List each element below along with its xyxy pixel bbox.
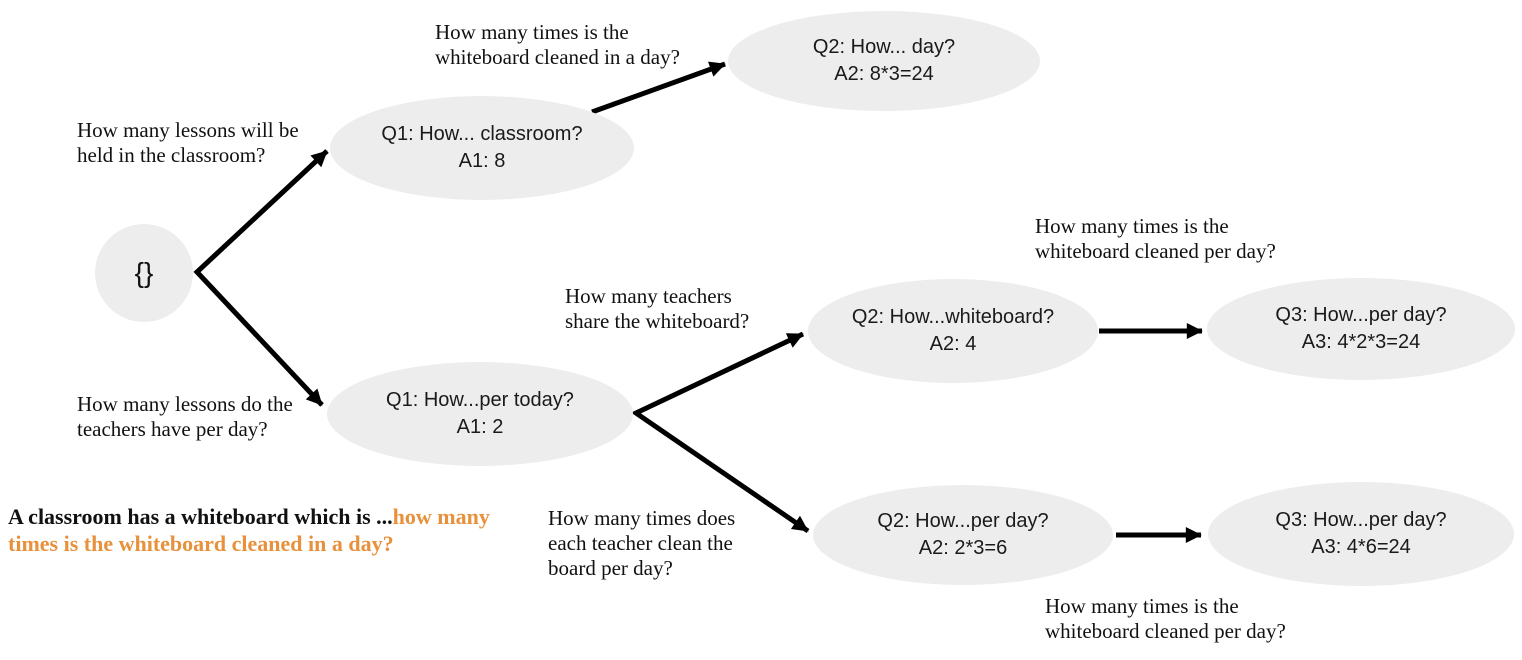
node-q3-per-day-top: Q3: How...per day? A3: 4*2*3=24 bbox=[1207, 278, 1515, 380]
node-question: Q3: How...per day? bbox=[1275, 509, 1447, 531]
node-q1-classroom: Q1: How... classroom? A1: 8 bbox=[330, 96, 634, 200]
node-answer: A2: 4 bbox=[929, 333, 977, 355]
node-answer: A1: 2 bbox=[456, 416, 504, 438]
edge-q1classroom-to-q2day bbox=[591, 61, 726, 115]
node-question: Q2: How...whiteboard? bbox=[851, 306, 1055, 328]
node-answer: A1: 8 bbox=[458, 150, 506, 172]
node-answer: A3: 4*2*3=24 bbox=[1301, 331, 1421, 353]
node-answer: A2: 2*3=6 bbox=[918, 537, 1008, 559]
node-q3-per-day-bottom: Q3: How...per day? A3: 4*6=24 bbox=[1208, 482, 1514, 586]
node-question: Q2: How... day? bbox=[812, 36, 956, 58]
edge-label-cleaned-per-day-bottom: How many times is the whiteboard cleaned… bbox=[1045, 594, 1286, 644]
edge-label-cleaned-in-a-day: How many times is the whiteboard cleaned… bbox=[435, 20, 680, 70]
problem-text-black: A classroom has a whiteboard which is ..… bbox=[8, 504, 393, 529]
node-question: Q1: How...per today? bbox=[386, 389, 574, 411]
node-q2-per-day: Q2: How...per day? A2: 2*3=6 bbox=[813, 485, 1113, 585]
edge-label-teacher-clean-board: How many times does each teacher clean t… bbox=[548, 506, 736, 581]
node-q2-whiteboard: Q2: How...whiteboard? A2: 4 bbox=[808, 279, 1098, 383]
edge-label-teachers-share: How many teachers share the whiteboard? bbox=[565, 284, 750, 334]
problem-text-highlight: how many times is the whiteboard cleaned… bbox=[8, 504, 490, 557]
edge-label-lessons-in-classroom: How many lessons will be held in the cla… bbox=[77, 118, 299, 168]
node-question: Q2: How...per day? bbox=[877, 510, 1049, 532]
edge-label-cleaned-per-day-top: How many times is the whiteboard cleaned… bbox=[1035, 214, 1276, 264]
node-q1-per-today: Q1: How...per today? A1: 2 bbox=[327, 362, 633, 466]
edge-label-lessons-per-day: How many lessons do the teachers have pe… bbox=[77, 392, 293, 442]
edge-q1pertoday-branches bbox=[630, 331, 810, 534]
node-root: {} bbox=[95, 224, 193, 322]
node-answer: A2: 8*3=24 bbox=[834, 63, 934, 85]
node-question: Q3: How...per day? bbox=[1275, 304, 1447, 326]
node-question: Q1: How... classroom? bbox=[381, 123, 583, 145]
node-root-label: {} bbox=[134, 257, 154, 289]
node-q2-day: Q2: How... day? A2: 8*3=24 bbox=[728, 11, 1040, 111]
edge-root-branches bbox=[193, 149, 329, 407]
problem-statement: A classroom has a whiteboard which is ..… bbox=[8, 503, 513, 557]
node-answer: A3: 4*6=24 bbox=[1311, 536, 1411, 558]
